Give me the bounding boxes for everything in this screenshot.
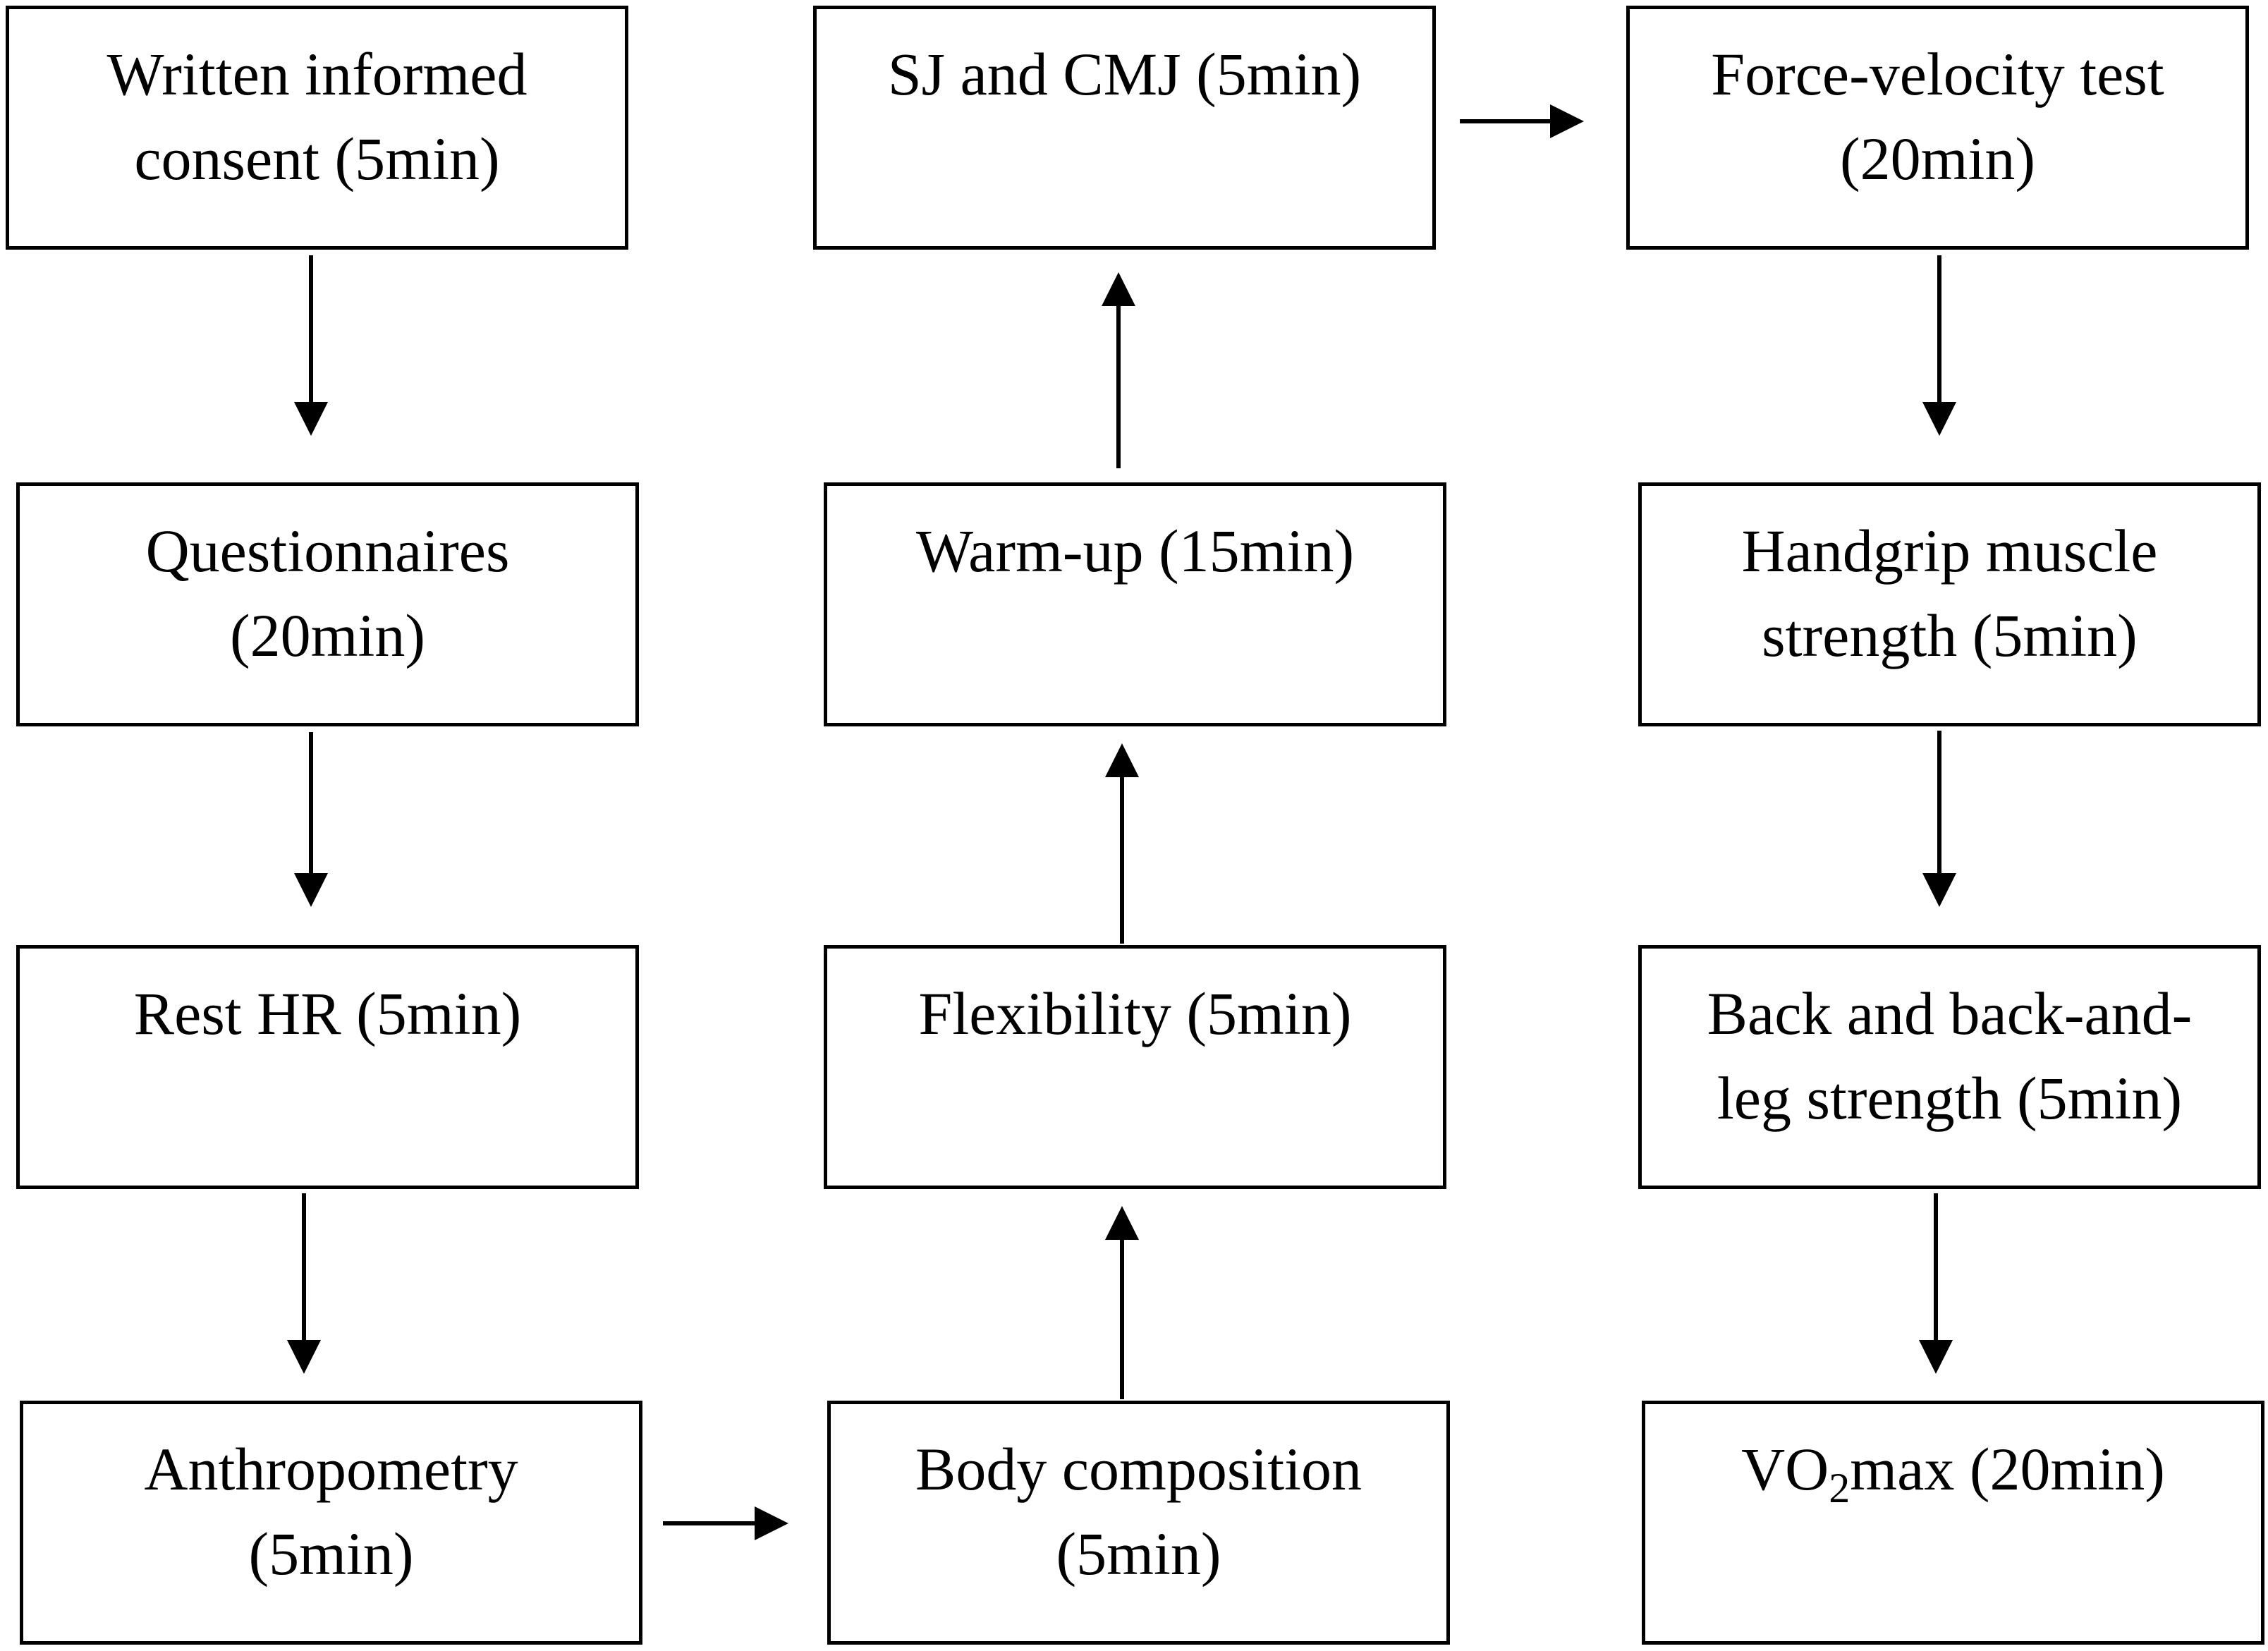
step-label: Handgrip muscle strength (5min) (1742, 508, 2158, 678)
step-label-line: Back and back-and- (1707, 980, 2193, 1047)
step-vo2max: VO2max (20min) (1642, 1401, 2264, 1645)
step-label: Rest HR (5min) (134, 971, 521, 1056)
step-flexibility: Flexibility (5min) (824, 945, 1446, 1189)
step-label-line: Handgrip muscle (1741, 517, 2158, 585)
step-force-velocity-test: Force-velocity test (20min) (1626, 6, 2249, 250)
step-handgrip-muscle-strength: Handgrip muscle strength (5min) (1638, 482, 2261, 726)
step-label: Warm-up (15min) (916, 508, 1354, 593)
step-label-line: Rest HR (5min) (133, 980, 522, 1047)
step-label-line: consent (5min) (134, 125, 500, 193)
step-written-informed-consent: Written informed consent (5min) (6, 6, 628, 250)
step-label: Written informed consent (5min) (107, 32, 528, 201)
step-label: SJ and CMJ (5min) (888, 32, 1361, 116)
step-label-line: (5min) (248, 1520, 414, 1588)
vo2-subscript: 2 (1829, 1465, 1851, 1512)
step-sj-and-cmj: SJ and CMJ (5min) (813, 6, 1436, 250)
step-label: Back and back-and- leg strength (5min) (1707, 971, 2193, 1140)
step-label-line: Anthropometry (144, 1435, 518, 1503)
step-label-line: Flexibility (5min) (918, 980, 1352, 1047)
step-rest-hr: Rest HR (5min) (16, 945, 639, 1189)
step-label: Body composition (5min) (915, 1427, 1362, 1596)
step-anthropometry: Anthropometry (5min) (20, 1401, 642, 1645)
step-label: Anthropometry (5min) (144, 1427, 518, 1596)
step-label-line: strength (5min) (1762, 602, 2138, 669)
step-label: Force-velocity test (20min) (1711, 32, 2164, 201)
step-label-line: Force-velocity test (1711, 40, 2164, 108)
step-warm-up: Warm-up (15min) (824, 482, 1446, 726)
vo2-prefix: VO (1741, 1435, 1829, 1503)
step-label-line: (20min) (1839, 125, 2036, 193)
step-back-and-leg-strength: Back and back-and- leg strength (5min) (1638, 945, 2261, 1189)
step-label: VO2max (20min) (1741, 1427, 2165, 1511)
step-body-composition: Body composition (5min) (827, 1401, 1450, 1645)
step-label-line: (5min) (1056, 1520, 1221, 1588)
step-label: Questionnaires (20min) (146, 508, 510, 678)
step-label-line: Warm-up (15min) (915, 517, 1355, 585)
step-label: Flexibility (5min) (919, 971, 1352, 1056)
step-label-line: Written informed (106, 40, 528, 108)
step-label-line: (20min) (229, 602, 426, 669)
step-questionnaires: Questionnaires (20min) (16, 482, 639, 726)
step-label-line: SJ and CMJ (5min) (887, 40, 1362, 108)
step-label-line: leg strength (5min) (1717, 1064, 2183, 1132)
step-label-line: Body composition (915, 1435, 1362, 1503)
step-label-line: Questionnaires (145, 517, 510, 585)
step-label-line: VO2max (20min) (1741, 1427, 2165, 1511)
vo2-suffix: max (20min) (1850, 1435, 2165, 1503)
